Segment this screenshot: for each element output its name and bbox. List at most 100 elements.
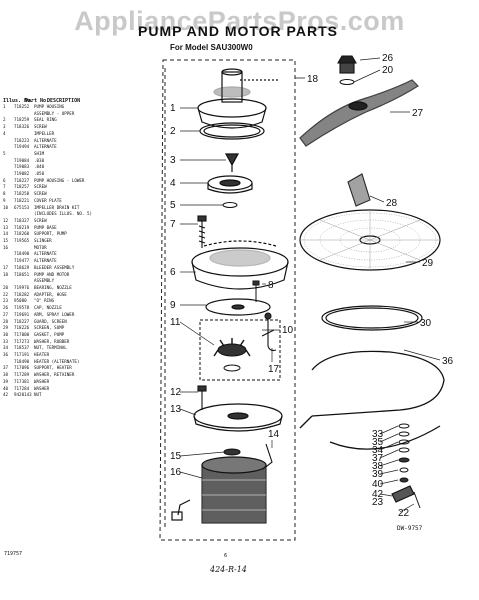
screw-12 xyxy=(197,385,207,410)
header-illus: Illus. No. xyxy=(3,98,34,104)
upper-pump-housing xyxy=(197,68,280,129)
part-illus-number: 15 xyxy=(3,238,9,244)
part-illus-number: 5 xyxy=(3,150,6,156)
part-number: 718227 xyxy=(14,177,30,183)
callout-13: 13 xyxy=(170,404,182,415)
part-number: 717289 xyxy=(14,372,30,378)
part-number: 719082 xyxy=(14,171,30,177)
model-subtitle: For Model SAU300W0 xyxy=(170,43,253,52)
part-description: PUMP HOUSING xyxy=(34,104,65,109)
lower-pump-housing xyxy=(191,240,289,290)
pump-gasket xyxy=(321,305,423,331)
part-number: 719565 xyxy=(14,238,30,244)
callout-9: 9 xyxy=(170,300,176,311)
part-illus-number: 8 xyxy=(3,191,6,197)
callout-5: 5 xyxy=(170,200,176,211)
motor xyxy=(171,456,267,524)
part-description: COVER PLATE xyxy=(34,197,62,203)
callout-14: 14 xyxy=(268,429,280,440)
part-number: 718219 xyxy=(14,224,30,230)
callout-2: 2 xyxy=(170,126,176,137)
callout-29: 29 xyxy=(422,258,434,269)
part-description: HEATER xyxy=(34,352,50,358)
part-illus-number: 38 xyxy=(3,372,9,378)
part-description: NUT, TERMINAL xyxy=(34,345,67,351)
part-description: GUARD, SCREEN xyxy=(34,318,67,324)
part-number: 719083 xyxy=(14,164,30,170)
callout-16: 16 xyxy=(170,467,182,478)
part-description: ALTERNATE xyxy=(34,258,57,264)
callout-12: 12 xyxy=(170,387,182,398)
callout-10: 10 xyxy=(282,325,294,336)
slinger xyxy=(223,448,241,456)
part-number: 717191 xyxy=(14,352,30,358)
callout-15: 15 xyxy=(170,451,182,462)
callout-26: 26 xyxy=(382,53,394,64)
callout-11: 11 xyxy=(170,317,181,328)
shim xyxy=(222,202,238,208)
parts-row: ASSEMBLY - UPPER xyxy=(3,111,123,118)
part-illus-number: 3 xyxy=(3,124,6,130)
handwritten-note: 424-R-14 xyxy=(210,565,247,574)
part-description: SCREW xyxy=(34,191,47,197)
part-illus-number: 30 xyxy=(3,331,9,337)
parts-row: 38 717289 WASHER, RETAINER xyxy=(3,372,123,379)
part-number: 718252 xyxy=(14,104,30,109)
leader-lines xyxy=(179,57,441,513)
part-description: SCREW xyxy=(34,184,47,190)
part-description: PUMP BASE xyxy=(34,224,57,230)
part-description: WASHER, RETAINER xyxy=(34,372,75,378)
part-description: .050 xyxy=(34,171,45,177)
callout-37: 37 xyxy=(372,453,384,464)
part-description: SUPPORT, PUMP xyxy=(34,231,67,237)
part-description: SCREW xyxy=(34,124,47,130)
part-description: SUPPORT, HEATER xyxy=(34,365,72,371)
callout-17: 17 xyxy=(268,364,280,375)
bleeder-assembly xyxy=(261,312,277,352)
part-description: PUMP AND MOTOR xyxy=(34,271,70,277)
callout-36: 36 xyxy=(442,356,454,367)
part-description: ASSEMBLY xyxy=(34,278,55,284)
footer-code: 719757 xyxy=(4,551,23,557)
part-description: BLEEDER ASSEMBLY xyxy=(34,264,75,270)
nozzle-bearing xyxy=(339,79,355,85)
part-number: 95080 xyxy=(14,298,27,304)
part-description: WASHER xyxy=(34,385,50,391)
hose-adapter xyxy=(391,485,421,509)
part-number: 718490 xyxy=(14,358,30,364)
parts-row: (INCLUDES ILLUS. NO. 5) xyxy=(3,211,123,218)
part-illus-number: 33 xyxy=(3,338,9,344)
part-description: "O" RING xyxy=(34,298,55,304)
part-illus-number: 1 xyxy=(3,104,6,109)
parts-row: ASSEMBLY xyxy=(3,278,123,285)
part-number: 718537 xyxy=(14,345,30,351)
page-title: PUMP AND MOTOR PARTS xyxy=(138,23,338,39)
part-description: ASSEMBLY - UPPER xyxy=(34,110,75,116)
part-description: ARM, SPRAY LOWER xyxy=(34,311,75,317)
callout-34: 34 xyxy=(372,445,384,456)
screen-guard xyxy=(347,173,371,207)
part-number: 9420143 xyxy=(14,392,32,398)
part-description: SHIM xyxy=(34,150,45,156)
part-description: CAP, NOZZLE xyxy=(34,305,62,311)
part-illus-number: 4 xyxy=(3,130,6,136)
